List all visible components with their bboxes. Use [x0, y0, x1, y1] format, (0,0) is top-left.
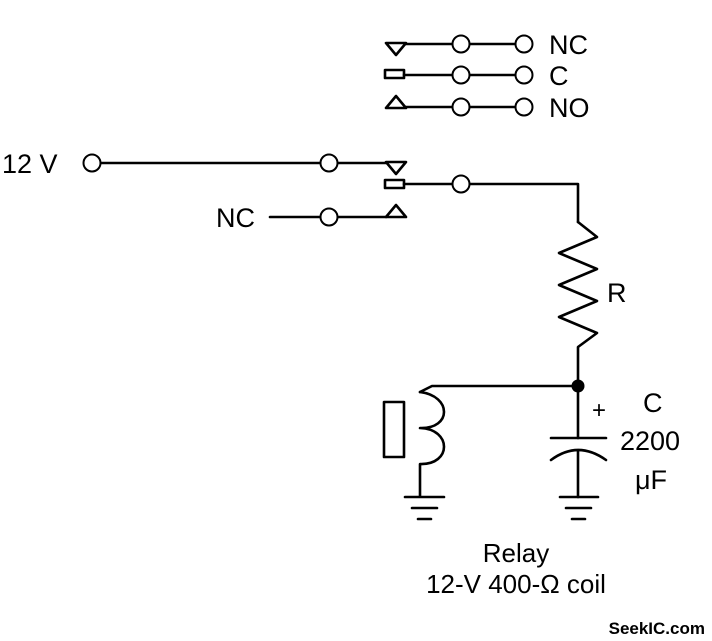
no-contact-symbol — [384, 203, 408, 219]
caption: Relay 12-V 400-Ω coil — [426, 538, 606, 599]
legend: NC C NO — [383, 30, 590, 123]
input-terminal — [82, 153, 102, 173]
input-voltage-label: 12 V — [2, 149, 58, 179]
common-to-resistor-wire — [468, 182, 580, 224]
coil-top-wire — [418, 384, 580, 394]
legend-nc-terminal-b — [514, 34, 534, 54]
legend-no-label: NO — [549, 93, 590, 123]
nc-symbol — [384, 41, 408, 57]
capacitor-value-label: 2200 — [620, 426, 680, 456]
nc-contact-symbol — [384, 160, 408, 176]
coil-ground-icon — [403, 495, 446, 521]
c-symbol — [383, 68, 406, 80]
legend-no-terminal-a — [451, 97, 471, 117]
legend-nc-terminal-a — [451, 34, 471, 54]
resistor: R — [557, 220, 627, 387]
caption-line-2: 12-V 400-Ω coil — [426, 569, 606, 599]
legend-no-terminal-b — [514, 97, 534, 117]
relay-nc-terminal — [319, 153, 339, 173]
common-contact-symbol — [383, 178, 406, 190]
legend-no-row: NO — [384, 93, 590, 123]
nc-output: NC — [216, 203, 408, 233]
capacitor-polarity: + — [592, 397, 606, 424]
legend-c-terminal-a — [451, 65, 471, 85]
relay-coil — [382, 384, 580, 521]
nc-output-label: NC — [216, 203, 255, 233]
legend-c-row: C — [383, 61, 569, 91]
coil-winding — [418, 390, 446, 498]
caption-line-1: Relay — [483, 538, 549, 568]
common-contact — [383, 174, 580, 224]
capacitor-ground-icon — [558, 495, 600, 521]
legend-c-label: C — [549, 61, 569, 91]
legend-c-terminal-b — [514, 65, 534, 85]
resistor-zigzag — [557, 220, 599, 387]
no-symbol — [384, 94, 408, 110]
capacitor: + C 2200 μF — [549, 384, 680, 521]
legend-nc-label: NC — [549, 30, 588, 60]
capacitor-unit-label: μF — [635, 465, 667, 495]
relay-common-terminal — [451, 174, 471, 194]
capacitor-name-label: C — [643, 388, 663, 418]
legend-nc-row: NC — [384, 30, 588, 60]
watermark: SeekIC.com — [609, 619, 705, 638]
coil-core — [382, 400, 406, 459]
input-section: 12 V — [2, 149, 408, 179]
nc-output-terminal — [319, 207, 339, 227]
resistor-label: R — [607, 278, 627, 308]
